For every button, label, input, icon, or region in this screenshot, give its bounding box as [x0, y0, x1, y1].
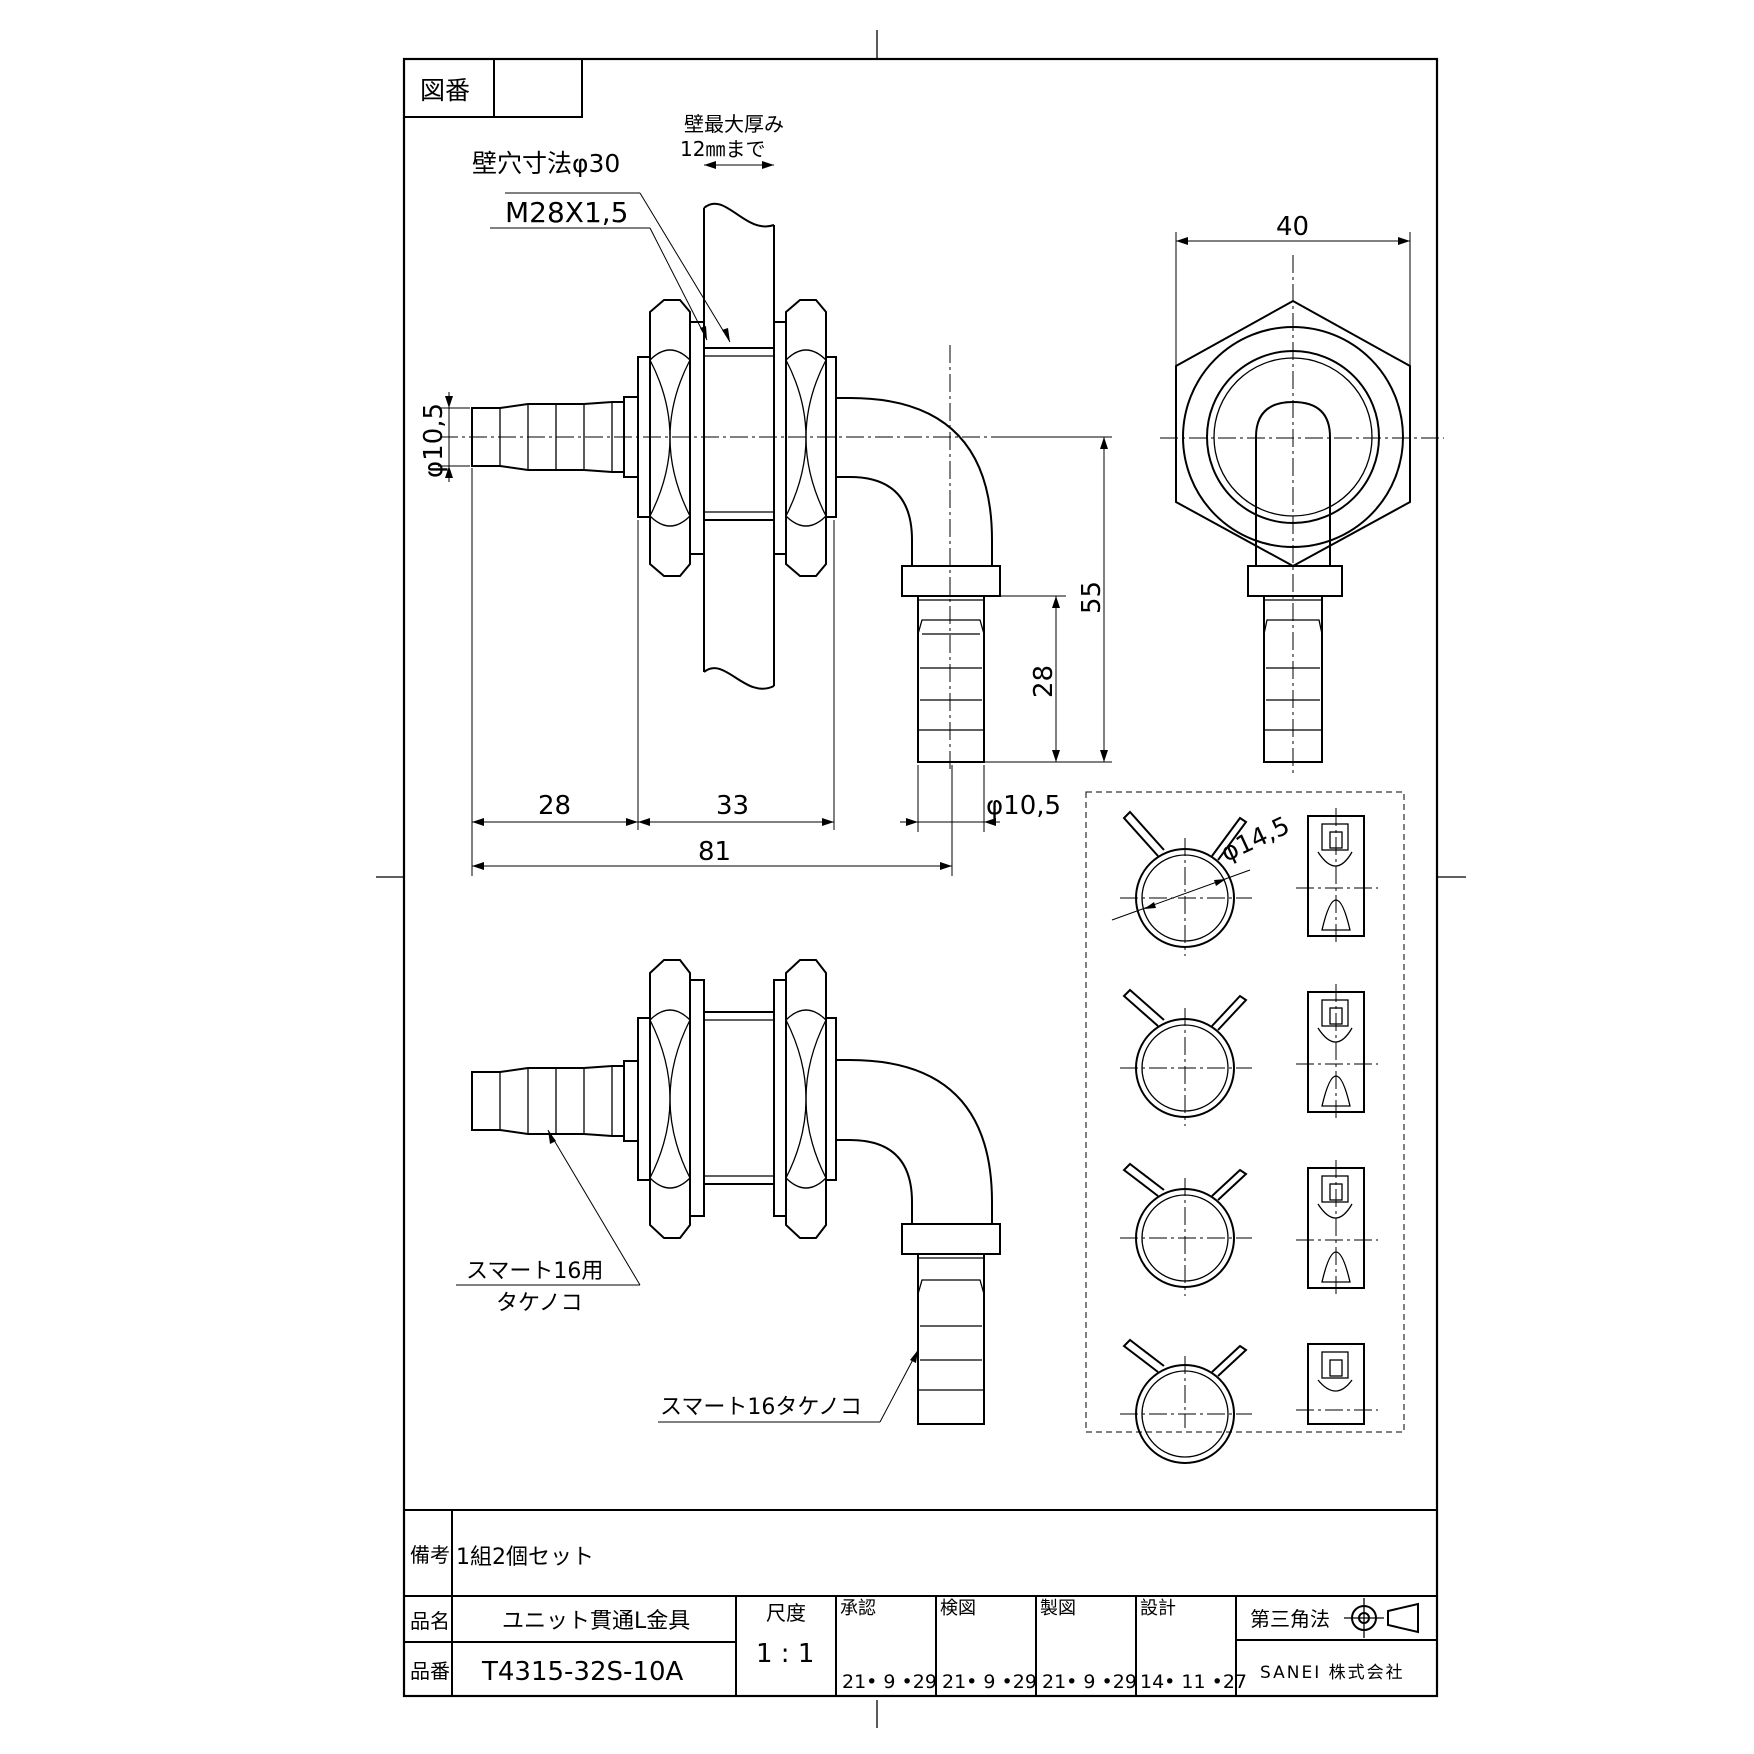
front-view — [438, 161, 1112, 876]
dim-barb-dia-left: φ10,5 — [419, 403, 449, 478]
remarks-label: 備考 — [410, 1543, 450, 1567]
third-angle-projection-symbol — [1344, 1598, 1419, 1638]
design-label: 設計 — [1140, 1598, 1176, 1619]
thread-note: M28X1,5 — [505, 196, 629, 229]
elbow-pipe — [836, 397, 1001, 763]
draw-label: 製図 — [1040, 1598, 1076, 1619]
approve-label: 承認 — [840, 1598, 876, 1619]
drawing-number-box: 図番 — [403, 58, 583, 118]
wall-thickness-note-2: 12㎜まで — [680, 137, 765, 161]
registration-marks — [376, 30, 1466, 1728]
hose-barb-note: スマート16用 — [466, 1259, 603, 1284]
dim-height-55: 55 — [1077, 581, 1107, 614]
dim-length-81: 81 — [698, 837, 731, 867]
wall-thickness-note: 壁最大厚み — [684, 112, 784, 136]
bottom-view — [456, 959, 1001, 1425]
product-name-value: ユニット貫通L金具 — [502, 1609, 690, 1634]
wall-section — [703, 202, 775, 690]
dim-clamp-dia: φ14,5 — [1216, 811, 1294, 868]
dim-width-40: 40 — [1276, 212, 1309, 242]
draw-date: 21• 9 •29 — [1042, 1671, 1137, 1693]
scale-label: 尺度 — [766, 1601, 806, 1625]
design-date: 14• 11 •27 — [1140, 1671, 1247, 1693]
hex-nut-left — [649, 299, 691, 577]
dim-height-28: 28 — [1029, 665, 1059, 698]
remarks-value: 1組2個セット — [456, 1545, 594, 1570]
check-label: 検図 — [940, 1598, 976, 1619]
clamp-row-3 — [1120, 1160, 1378, 1296]
projection-label: 第三角法 — [1250, 1607, 1330, 1631]
hose-barb-note-2: タケノコ — [496, 1291, 583, 1316]
hex-nut-right — [785, 299, 827, 577]
wall-hole-note: 壁穴寸法φ30 — [472, 149, 620, 178]
dim-length-33: 33 — [716, 791, 749, 821]
side-view — [1160, 232, 1444, 774]
drawing-border — [402, 57, 1439, 1698]
part-number-label: 品番 — [410, 1659, 450, 1683]
scale-value: 1 : 1 — [756, 1639, 814, 1669]
hose-barb-left — [471, 396, 639, 478]
clamp-row-2 — [1120, 984, 1378, 1126]
drawing-number-label: 図番 — [420, 76, 470, 105]
check-date: 21• 9 •29 — [942, 1671, 1037, 1693]
clamp-row-4 — [1120, 1338, 1378, 1464]
dim-barb-dia-bottom: φ10,5 — [986, 791, 1061, 821]
title-block — [404, 1509, 1437, 1696]
approve-date: 21• 9 •29 — [842, 1671, 937, 1693]
clamp-row-1 — [1111, 808, 1378, 956]
product-name-label: 品名 — [410, 1609, 450, 1633]
part-number-value: T4315-32S-10A — [481, 1657, 683, 1687]
elbow-barb-note: スマート16タケノコ — [660, 1395, 862, 1420]
dim-length-28: 28 — [538, 791, 571, 821]
clamp-detail — [1085, 791, 1405, 1464]
company-name: SANEI 株式会社 — [1260, 1663, 1405, 1683]
